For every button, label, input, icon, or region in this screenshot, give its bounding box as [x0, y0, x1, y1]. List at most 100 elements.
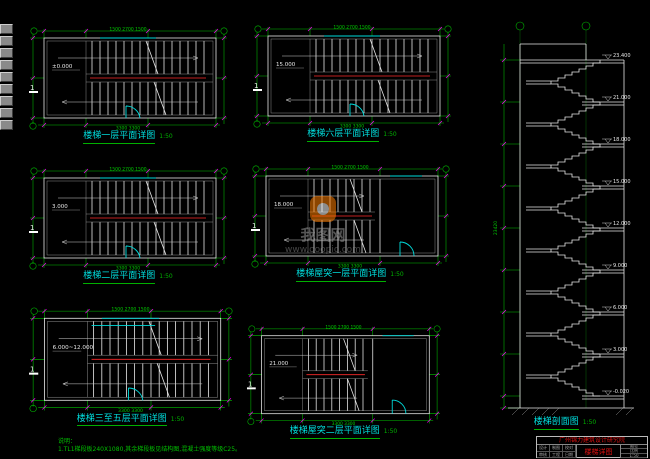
level-label: 21.000	[269, 361, 288, 367]
plan-panel-floor2: 1500 2700 1500 3300 3300 3.000 1 楼梯二层平面详…	[28, 166, 228, 284]
dimension-lines	[29, 27, 228, 130]
plan-scale: 1:50	[170, 415, 185, 423]
window-door-lines	[390, 175, 422, 257]
plan-panel-floor6: 1500 2700 1500 3300 3300 15.000 1 楼梯六层平面…	[252, 24, 452, 142]
level-label: 15.000	[276, 62, 296, 68]
title-block: 广州锦力建筑设计研究院 设计 制图 校对 审核 工程 日期 楼梯详图 图号 比例…	[536, 436, 648, 458]
stair-plan-drawing: 1500 2700 1500 3300 3300 21.000 1	[246, 324, 441, 425]
plan-scale: 1:50	[383, 131, 397, 138]
bottom-dimension-text: 3300 3300	[340, 123, 364, 128]
top-dimension-text: 1500 2700 1500	[111, 307, 149, 313]
notes-line: 1.TL1梯段板240X1080,其余梯段板见结构图,混凝土强度等级C25。	[58, 446, 242, 453]
top-dimension-text: 1500 2700 1500	[325, 324, 361, 330]
tool-button-icon[interactable]	[0, 24, 13, 34]
cell-scale-label: 比例	[621, 449, 647, 454]
watermark-url: www.ooopic.com	[285, 245, 361, 255]
grid-bubbles	[515, 21, 591, 408]
cell-scale-value: 1:50	[621, 454, 647, 458]
cell-design: 设计	[537, 445, 550, 452]
plan-title: 楼梯六层平面详图	[307, 129, 380, 142]
cell-date: 日期	[563, 451, 576, 458]
bottom-dimension-text: 3300 3300	[338, 263, 362, 268]
drawing-name: 楼梯详图	[584, 447, 613, 456]
dimension-lines	[29, 307, 233, 413]
stair-treads	[87, 321, 218, 398]
cell-approve: 审核	[537, 451, 550, 458]
tool-button-icon[interactable]	[0, 72, 13, 82]
camera-lens-icon	[317, 203, 329, 215]
stair-plan-drawing: 1500 2700 1500 3300 3300 6.000~12.000 1	[29, 307, 233, 413]
plan-panel-roof1: 1500 2700 1500 3300 3300 18.000 1 楼	[250, 164, 450, 282]
section-cut-mark: 1	[30, 365, 35, 374]
level-label: 3.000	[52, 204, 68, 210]
section-scale: 1:50	[582, 419, 597, 426]
top-dimension-text: 1500 2700 1500	[109, 166, 146, 172]
level-label: ±0.000	[52, 64, 73, 70]
stair-flights	[526, 60, 601, 397]
level-text: 12.000	[613, 221, 631, 227]
bottom-dimension-text: 3300 3300	[116, 265, 140, 270]
stair-direction-arrows	[275, 353, 358, 401]
stair-treads	[302, 338, 368, 411]
plan-panel-floor3to5: 1500 2700 1500 3300 3300 6.000~12.000 1	[28, 306, 233, 427]
watermark: 我图网 www.ooopic.com	[258, 196, 388, 255]
stair-plan-drawing: 1500 2700 1500 3300 3300 ±0.000 1	[29, 26, 228, 130]
stair-treads	[310, 38, 437, 114]
level-text: 21.000	[613, 95, 631, 101]
bottom-dimension-text: 3300 3300	[118, 408, 143, 413]
window-door-lines	[100, 37, 156, 119]
section-cut-mark: 1	[30, 84, 34, 92]
section-cut-mark: 1	[248, 380, 252, 388]
window-door-lines	[382, 335, 414, 414]
window-door-lines	[324, 35, 380, 117]
top-dimension-text: 1500 2700 1500	[333, 24, 370, 30]
tool-button-icon[interactable]	[0, 36, 13, 46]
section-cut-mark: 1	[252, 222, 256, 230]
plan-scale: 1:50	[159, 133, 173, 140]
dimension-chain: 23420	[493, 44, 520, 411]
window-door-lines	[101, 317, 160, 401]
tool-button-icon[interactable]	[0, 96, 13, 106]
stair-plan-drawing: 1500 2700 1500 3300 3300 18.000 1	[251, 164, 450, 268]
section-title: 楼梯剖面图	[533, 417, 579, 430]
number-cells: 图号 比例 1:50	[620, 445, 647, 458]
walls	[261, 335, 430, 415]
plan-title: 楼梯二层平面详图	[83, 271, 156, 284]
tool-button-icon[interactable]	[0, 108, 13, 118]
plan-title: 楼梯一层平面详图	[83, 131, 156, 144]
level-text: 23.400	[613, 53, 631, 59]
stair-plan-drawing: 1500 2700 1500 3300 3300 15.000 1	[253, 24, 452, 128]
level-text: 15.000	[613, 179, 631, 185]
tool-button-icon[interactable]	[0, 48, 13, 58]
signature-cells: 设计 制图 校对 审核 工程 日期	[537, 445, 577, 458]
notes-heading: 说明：	[58, 438, 77, 445]
stair-direction-arrows	[282, 53, 423, 103]
institute-name: 广州锦力建筑设计研究院	[537, 437, 647, 445]
cell-draft: 制图	[550, 445, 563, 452]
level-label: 6.000~12.000	[53, 345, 94, 351]
cell-project: 工程	[550, 451, 563, 458]
level-label: 18.000	[274, 202, 294, 208]
top-dimension-text: 1500 2700 1500	[109, 26, 146, 32]
level-text: -0.020	[613, 389, 629, 395]
tool-button-icon[interactable]	[0, 120, 13, 130]
stair-treads	[86, 180, 213, 256]
plan-title: 楼梯屋突二层平面详图	[289, 426, 380, 440]
structure-walls-slabs	[508, 43, 634, 416]
stair-section-drawing: 23420 23.400 21.000 18.000 15.000 12.000…	[493, 21, 634, 416]
section-cut-mark: 1	[30, 224, 34, 232]
stair-direction-arrows	[58, 195, 199, 245]
section-panel: 23420 23.400 21.000 18.000 15.000 12.000…	[490, 16, 640, 430]
level-text: 9.000	[613, 263, 627, 269]
side-toolbar	[0, 24, 16, 130]
bottom-dimension-text: 3300 3300	[332, 421, 356, 426]
level-text: 3.000	[613, 347, 627, 353]
cell-number: 图号	[621, 445, 647, 450]
tool-button-icon[interactable]	[0, 84, 13, 94]
tool-button-icon[interactable]	[0, 60, 13, 70]
stair-direction-arrows	[58, 336, 203, 387]
dimension-lines	[253, 25, 452, 128]
notes-block: 说明： 1.TL1梯段板240X1080,其余梯段板见结构图,混凝土强度等级C2…	[58, 438, 241, 454]
level-text: 6.000	[613, 305, 627, 311]
